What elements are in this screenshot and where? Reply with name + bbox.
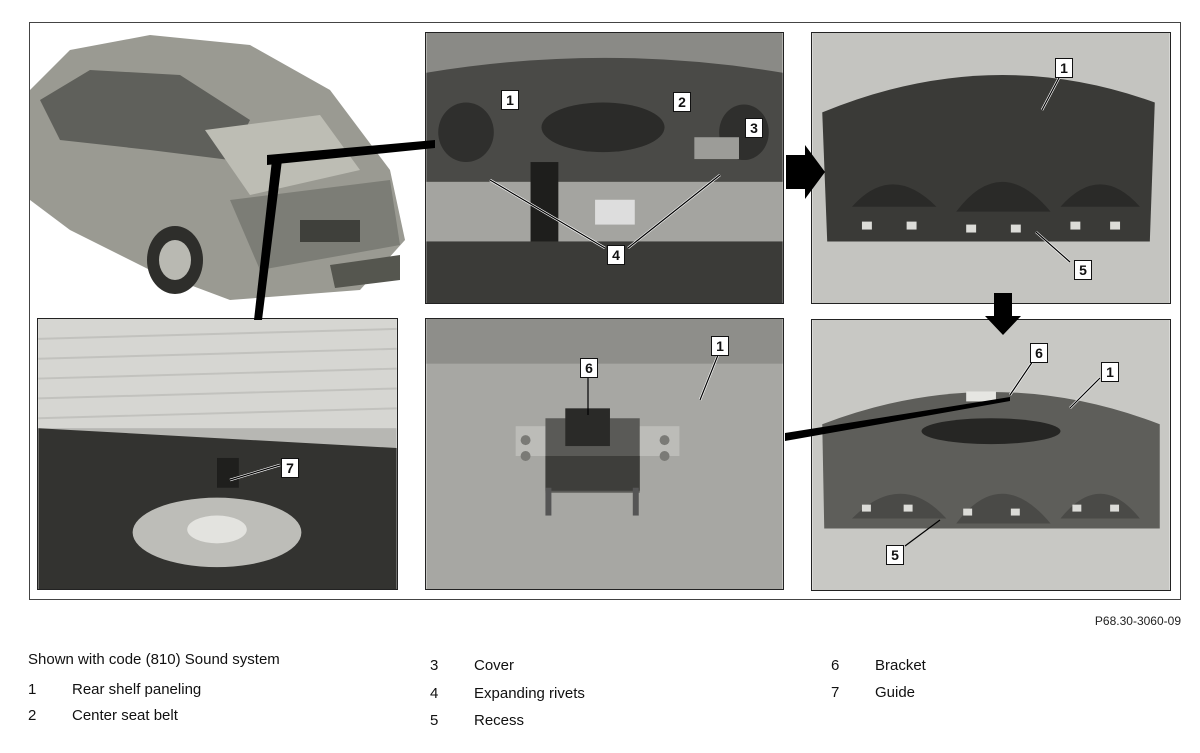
callout-p2-4: 4 <box>607 245 625 265</box>
callout-p5-6: 6 <box>580 358 598 378</box>
legend-number: 5 <box>430 712 439 729</box>
legend-label: Bracket <box>875 657 926 674</box>
guide-in-vehicle-photo <box>37 318 398 590</box>
legend-label: Guide <box>875 684 916 701</box>
shelf-removed-illustration <box>812 33 1170 303</box>
callout-p2-3: 3 <box>745 118 763 138</box>
legend-number: 4 <box>430 685 439 702</box>
car-illustration <box>30 30 410 310</box>
callout-p3-5: 5 <box>1074 260 1092 280</box>
callout-p6-5: 5 <box>886 545 904 565</box>
callout-p6-6: 6 <box>1030 343 1048 363</box>
legend-label: Expanding rivets <box>474 685 585 702</box>
figure-code: P68.30-3060-09 <box>1094 614 1181 628</box>
legend-label: Center seat belt <box>72 707 178 724</box>
guide-illustration <box>38 319 397 589</box>
callout-p6-1: 1 <box>1101 362 1119 382</box>
legend-number: 3 <box>430 657 439 674</box>
legend-title: Shown with code (810) Sound system <box>28 651 280 668</box>
legend-number: 7 <box>831 684 840 701</box>
bracket-illustration <box>426 319 783 589</box>
shelf-top-illustration <box>812 320 1170 590</box>
rear-shelf-top-photo <box>811 319 1171 591</box>
rear-shelf-installed-photo <box>425 32 784 304</box>
callout-p2-1: 1 <box>501 90 519 110</box>
callout-p2-2: 2 <box>673 92 691 112</box>
legend-label: Rear shelf paneling <box>72 681 202 698</box>
bracket-photo <box>425 318 784 590</box>
car-overview-photo <box>30 30 410 310</box>
legend-number: 2 <box>28 707 37 724</box>
legend-number: 1 <box>28 681 37 698</box>
legend-number: 6 <box>831 657 840 674</box>
callout-p5-1: 1 <box>711 336 729 356</box>
legend-label: Cover <box>474 657 515 674</box>
shelf-installed-illustration <box>426 33 783 303</box>
callout-p4-7: 7 <box>281 458 299 478</box>
callout-p3-1: 1 <box>1055 58 1073 78</box>
legend-label: Recess <box>474 712 525 729</box>
rear-shelf-removed-photo <box>811 32 1171 304</box>
